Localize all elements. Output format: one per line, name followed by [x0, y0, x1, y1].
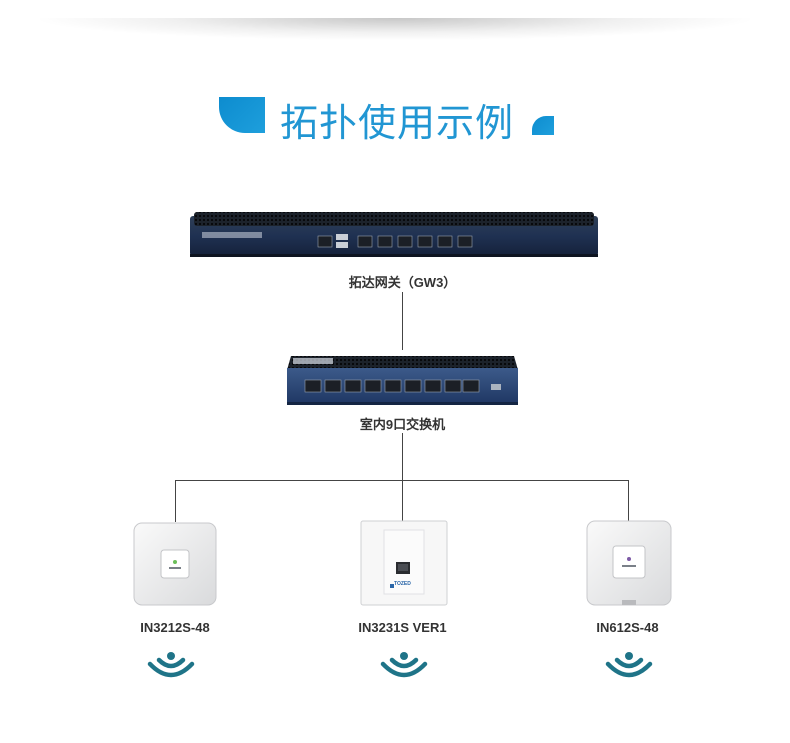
ap-left-device	[133, 522, 217, 606]
ap-center-device: TOZED	[360, 520, 448, 606]
ap-right-label: IN612S-48	[596, 620, 659, 635]
link-switch-hub	[402, 433, 403, 481]
page-title: 拓扑使用示例	[280, 101, 515, 145]
wifi-signal-icon	[380, 646, 428, 680]
link-hub-ap-right	[628, 480, 629, 522]
ap-center-label: IN3231S VER1	[358, 620, 447, 635]
ap-right-device	[586, 520, 672, 606]
link-hub-ap-left	[175, 480, 176, 522]
link-hub-ap-center	[402, 480, 403, 522]
gateway-device	[190, 210, 598, 258]
wifi-signal-icon	[605, 646, 653, 680]
title-decoration-left	[219, 97, 265, 133]
title-decoration-right	[532, 116, 554, 135]
link-gateway-switch	[402, 292, 403, 350]
top-shadow	[40, 18, 750, 40]
gateway-label: 拓达网关（GW3）	[348, 275, 457, 290]
wifi-signal-icon	[147, 646, 195, 680]
ap-left-label: IN3212S-48	[140, 620, 210, 635]
ap-center-brand: TOZED	[394, 581, 411, 587]
title-section: 拓扑使用示例	[0, 88, 790, 148]
switch-device	[287, 350, 518, 406]
switch-label: 室内9口交换机	[359, 417, 446, 432]
